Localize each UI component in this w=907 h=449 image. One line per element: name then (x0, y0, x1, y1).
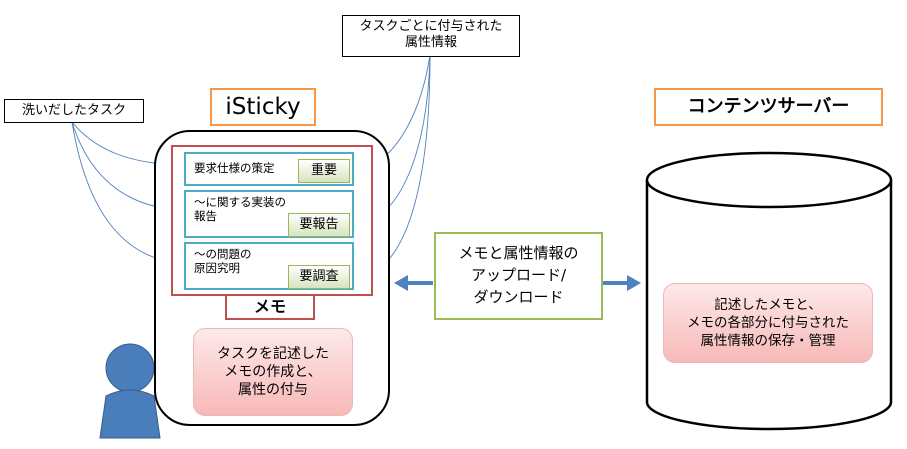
server-desc-line3: 属性情報の保存・管理 (700, 333, 836, 349)
person-icon (99, 343, 161, 439)
sync-description: メモと属性情報の アップロード/ ダウンロード (434, 232, 603, 320)
sync-line1: メモと属性情報の (458, 244, 579, 262)
isticky-desc-line3: 属性の付与 (238, 382, 308, 398)
task-card-2-line1: ～に関する実装の (194, 195, 286, 209)
attribute-info-line2: 属性情報 (404, 35, 457, 50)
memo-label: メモ (225, 294, 315, 320)
right-arrow-head (627, 275, 641, 291)
task-tag-2: 要報告 (288, 213, 350, 237)
task-tag-1: 重要 (298, 159, 350, 183)
server-description: 記述したメモと、 メモの各部分に付与された 属性情報の保存・管理 (663, 283, 873, 363)
task-tag-2-text: 要報告 (299, 217, 339, 232)
server-title-text: コンテンツサーバー (687, 96, 850, 117)
isticky-desc-line2: メモの作成と、 (224, 364, 322, 380)
isticky-title-text: iSticky (225, 94, 301, 120)
task-card-3-line1: ～の問題の (194, 247, 252, 261)
task-tag-1-text: 重要 (310, 163, 337, 178)
task-card-1-text: 要求仕様の策定 (194, 161, 275, 175)
isticky-title: iSticky (210, 88, 316, 126)
isticky-description: タスクを記述した メモの作成と、 属性の付与 (193, 328, 353, 416)
sync-line2: アップロード/ (470, 266, 567, 284)
task-card-3-line2: 原因究明 (194, 261, 240, 275)
washed-tasks-text: 洗いだしたタスク (21, 103, 126, 118)
attribute-info-label: タスクごとに付与された 属性情報 (342, 15, 520, 57)
isticky-desc-line1: タスクを記述した (217, 346, 329, 362)
server-desc-line2: メモの各部分に付与された (687, 315, 849, 331)
task-card-2-line2: 報告 (194, 209, 217, 223)
memo-label-text: メモ (253, 297, 286, 316)
task-tag-3: 要調査 (288, 265, 350, 289)
left-arrow-head (394, 275, 408, 291)
server-desc-line1: 記述したメモと、 (714, 297, 822, 313)
server-title: コンテンツサーバー (654, 88, 883, 126)
sync-line3: ダウンロード (473, 288, 564, 306)
washed-tasks-label: 洗いだしたタスク (4, 99, 144, 123)
task-tag-3-text: 要調査 (299, 269, 339, 284)
attribute-info-line1: タスクごとに付与された (359, 19, 503, 34)
